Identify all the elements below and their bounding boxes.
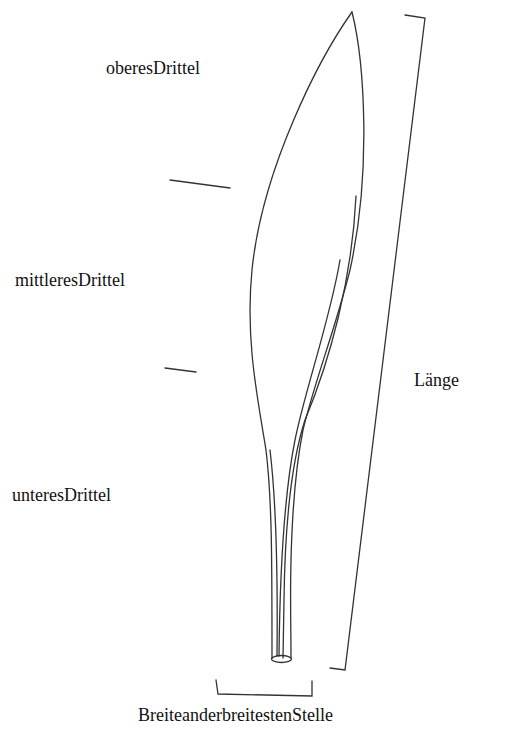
stem-base [272, 656, 292, 663]
part-label: unteresDrittel [12, 485, 111, 507]
length-bracket [330, 15, 425, 670]
leaf-vein [283, 196, 356, 658]
divider-mark [165, 368, 196, 372]
leaf-right-edge [291, 12, 364, 658]
part-label: Länge [414, 370, 459, 392]
leaf-left-edge [250, 12, 352, 658]
part-label: mittleresDrittel [15, 270, 125, 292]
leaf-vein [270, 450, 277, 656]
width-bracket [216, 680, 312, 696]
part-label: oberesDrittel [106, 58, 200, 80]
part-label: BreiteanderbreitestenStelle [138, 705, 333, 727]
divider-mark [170, 180, 230, 188]
leaf-vein [279, 260, 340, 656]
